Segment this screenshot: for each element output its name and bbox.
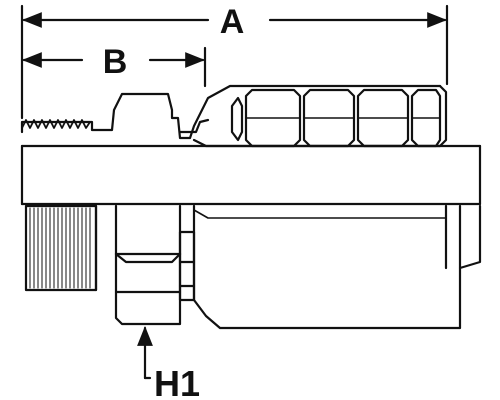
thread-texture — [29, 207, 91, 289]
dimension-b-label: B — [103, 43, 128, 81]
dimension-a-label: A — [220, 3, 245, 41]
hose-serrations — [230, 88, 442, 148]
centerline-band — [20, 144, 482, 206]
fitting-exterior-outline — [24, 204, 482, 330]
fitting-section-outline — [20, 84, 448, 148]
male-thread — [21, 119, 91, 129]
dimension-h1-label: H1 — [154, 363, 200, 400]
